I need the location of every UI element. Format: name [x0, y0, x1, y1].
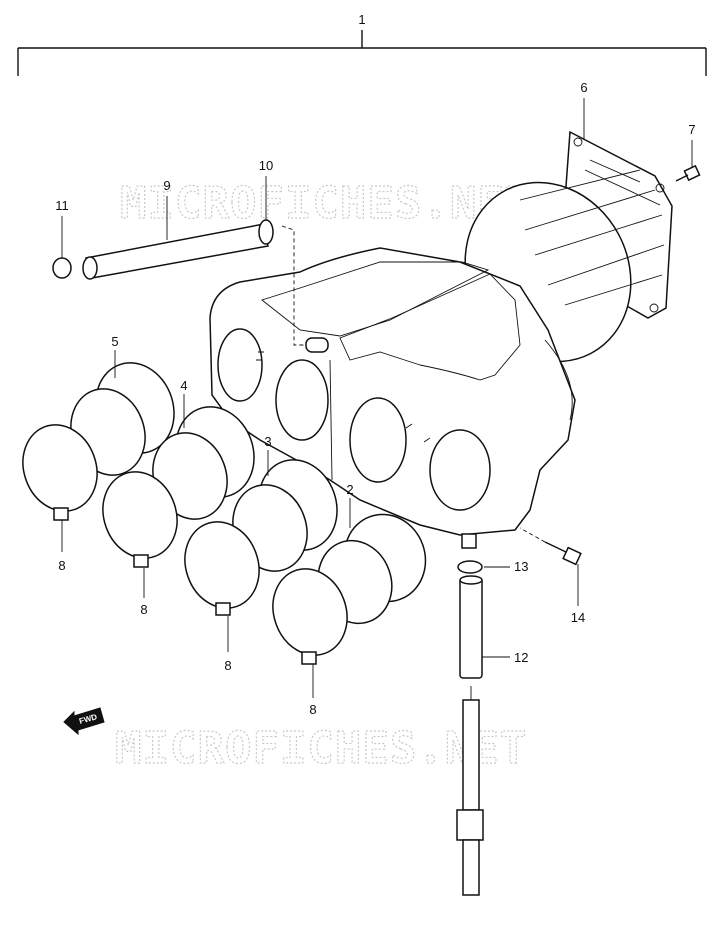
filter-screw — [675, 164, 701, 182]
breather-tube — [82, 223, 269, 280]
callout-8b: 8 — [140, 602, 147, 617]
callout-12: 12 — [514, 650, 528, 665]
intake-boot-5 — [70, 362, 175, 476]
band-clamp-d — [272, 568, 348, 665]
drain-plug — [456, 699, 484, 896]
drain-hose — [459, 575, 483, 700]
watermark-bottom: MICROFICHES.NET — [115, 723, 527, 774]
drain-clip — [457, 560, 483, 574]
callout-10: 10 — [259, 158, 273, 173]
callout-13: 13 — [514, 559, 528, 574]
callout-1: 1 — [358, 12, 365, 27]
callout-11: 11 — [55, 198, 69, 213]
assembly-bracket — [17, 30, 707, 76]
callout-8d: 8 — [309, 702, 316, 717]
tube-clip-10 — [258, 219, 274, 245]
callout-6: 6 — [580, 80, 587, 95]
case-bolt — [519, 527, 582, 566]
tube-clip-11 — [52, 257, 72, 279]
callout-7: 7 — [688, 122, 695, 137]
band-clamp-a — [22, 424, 98, 521]
watermark-top: MICROFICHES.NET — [120, 178, 532, 229]
dash-leader-10 — [281, 225, 306, 346]
callout-2: 2 — [346, 482, 353, 497]
callout-8c: 8 — [224, 658, 231, 673]
air-cleaner-case — [209, 247, 576, 549]
fwd-arrow-icon: FWD — [63, 707, 105, 736]
callout-4: 4 — [180, 378, 187, 393]
callout-9: 9 — [163, 178, 170, 193]
callout-14: 14 — [571, 610, 585, 625]
callout-8a: 8 — [58, 558, 65, 573]
callout-5: 5 — [111, 334, 118, 349]
band-clamp-b — [102, 471, 178, 568]
band-clamp-c — [184, 521, 260, 616]
callout-3: 3 — [264, 434, 271, 449]
leader-lines — [61, 98, 693, 698]
intake-boot-3 — [232, 459, 338, 572]
